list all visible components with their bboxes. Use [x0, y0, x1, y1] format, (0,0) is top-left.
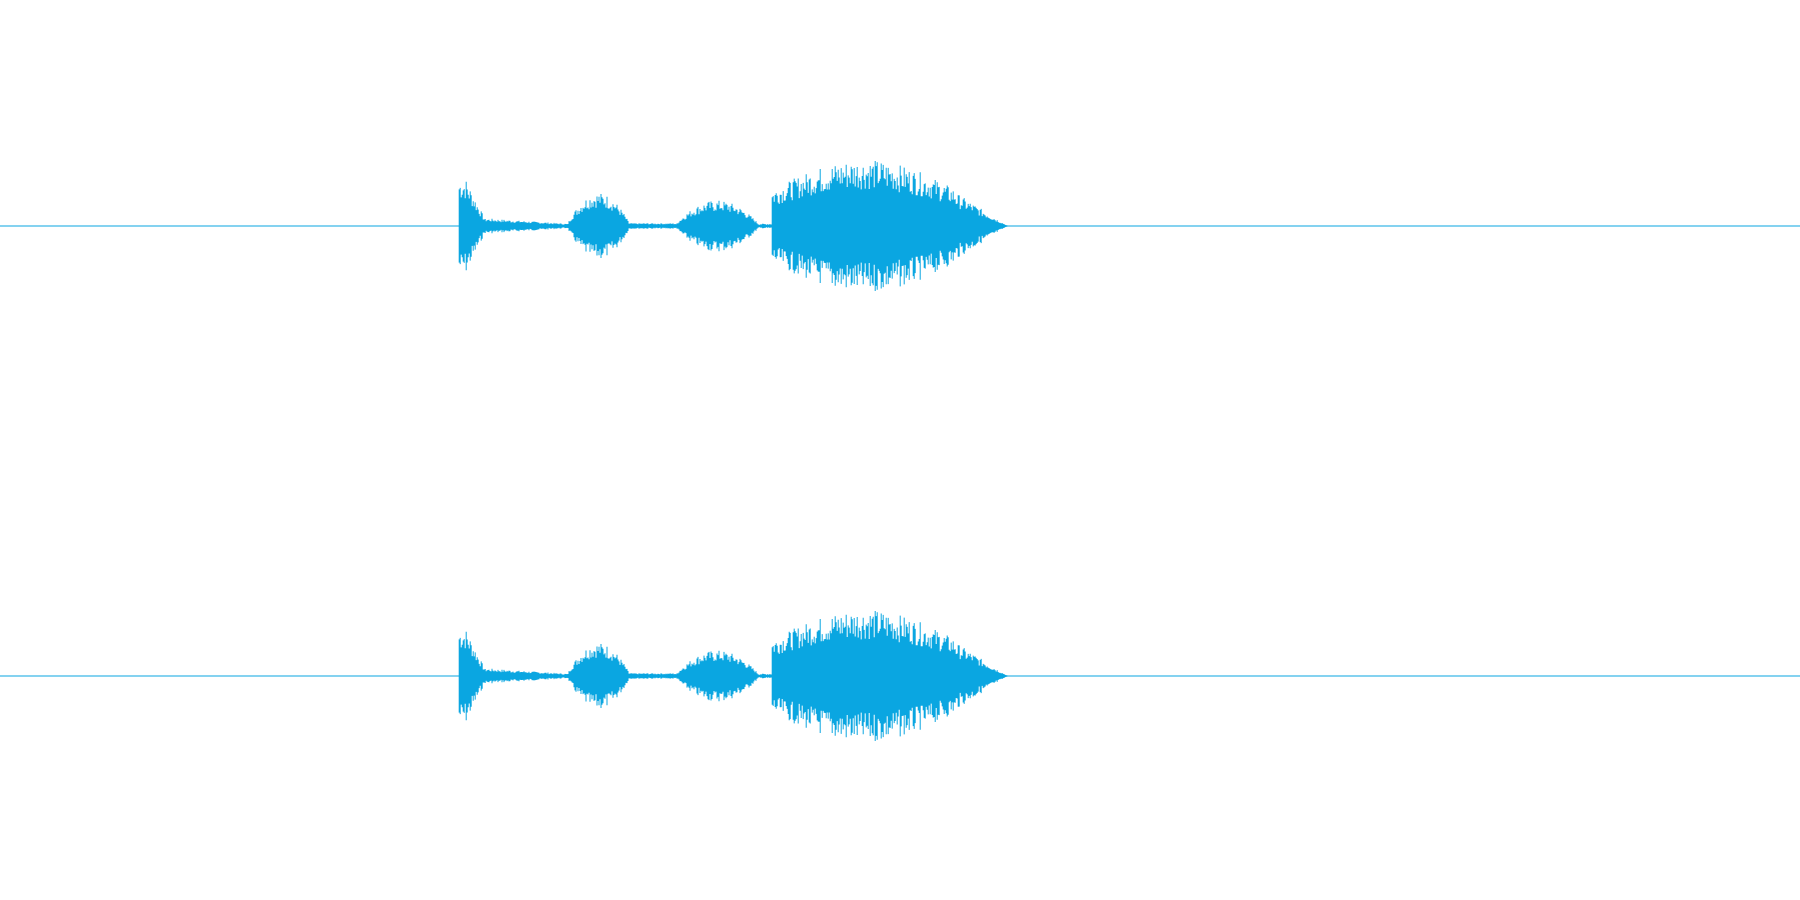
- waveform-segment: [567, 194, 630, 258]
- waveform-segment: [771, 161, 1009, 291]
- waveform-segment: [458, 631, 487, 721]
- waveform-segment: [771, 611, 1009, 741]
- waveform-segment: [485, 668, 568, 684]
- waveform-segment: [759, 223, 773, 229]
- waveform-segment: [675, 650, 760, 702]
- waveform-segment: [485, 218, 568, 234]
- waveform-segment: [458, 181, 487, 271]
- waveform-segment: [759, 673, 773, 679]
- waveform-segment: [629, 223, 676, 229]
- waveform-segment: [675, 200, 760, 252]
- channel-1-track[interactable]: [0, 161, 1800, 291]
- waveform-segment: [629, 673, 676, 679]
- waveform-segment: [567, 644, 630, 708]
- channel-2-track[interactable]: [0, 611, 1800, 741]
